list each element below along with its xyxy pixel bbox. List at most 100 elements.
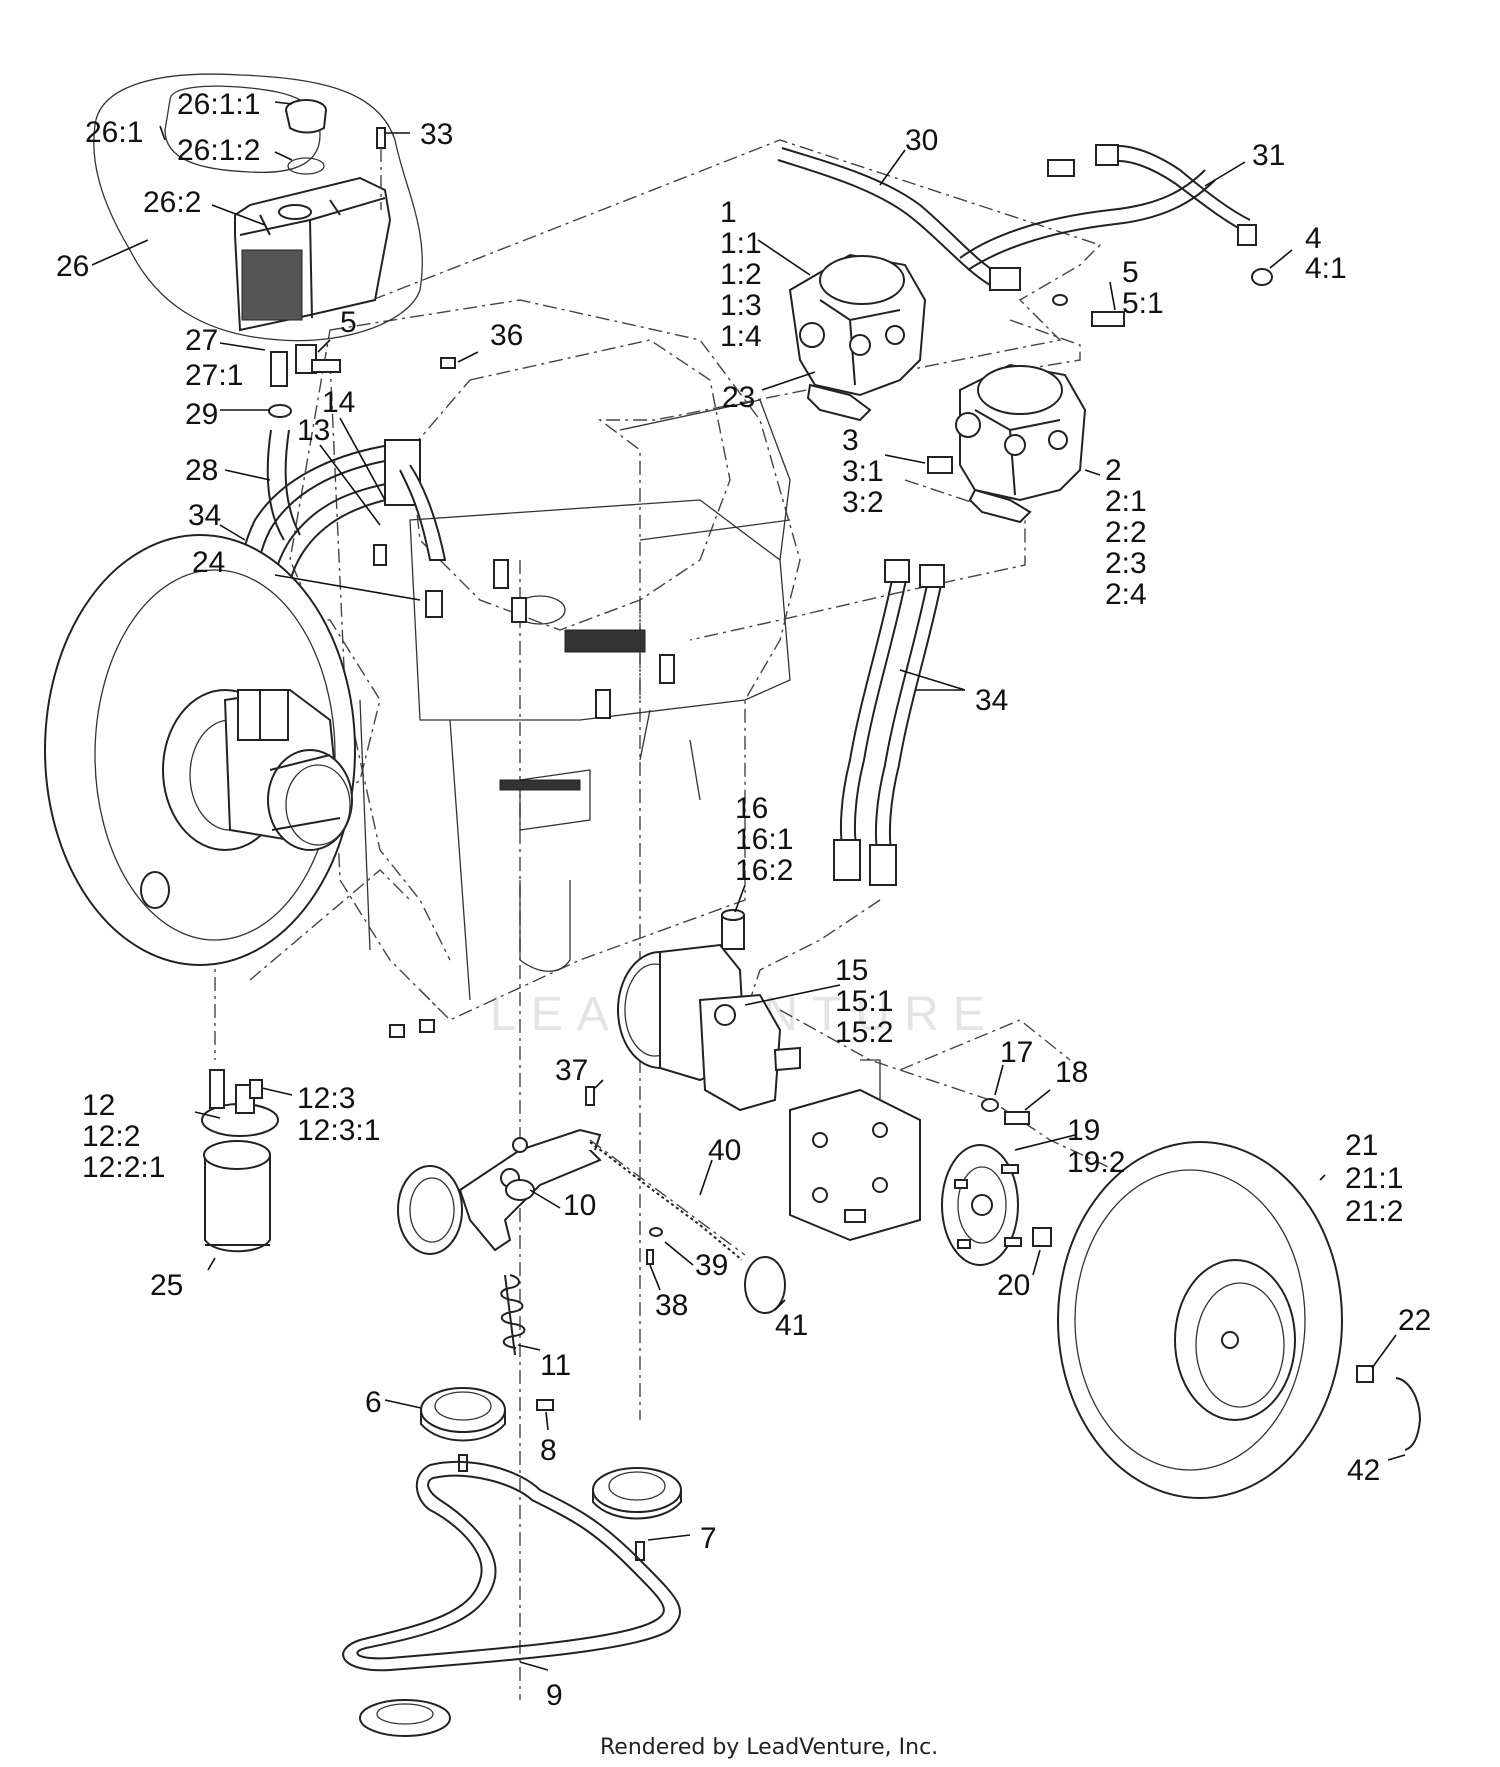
fittings-center — [373, 357, 675, 1038]
fitting-27 — [270, 351, 288, 387]
callout-7: 7 — [700, 1522, 717, 1555]
callout-16: 16 — [735, 792, 768, 825]
callout-3-1: 3:1 — [842, 455, 884, 488]
callout-11: 11 — [540, 1349, 571, 1382]
callout-37: 37 — [555, 1054, 588, 1087]
callout-26-2: 26:2 — [143, 186, 201, 219]
pump-1-cover — [819, 255, 905, 305]
spring-11 — [500, 1274, 526, 1356]
hose-fitting-31a — [1047, 159, 1075, 177]
left-wheel-and-motor — [44, 534, 356, 966]
washer-17 — [981, 1098, 999, 1112]
callout-9: 9 — [546, 1679, 563, 1712]
valve-stem-42 — [1395, 1377, 1422, 1451]
pump-1 — [788, 253, 927, 422]
belt-9 — [342, 1460, 681, 1672]
bolt-18 — [1004, 1111, 1030, 1125]
callout-12: 12 — [82, 1089, 115, 1122]
callout-25: 25 — [150, 1269, 183, 1302]
left-wheel-motor — [267, 749, 353, 851]
callout-2-3: 2:3 — [1105, 547, 1147, 580]
callout-20: 20 — [997, 1269, 1030, 1302]
callout-27: 27 — [185, 324, 218, 357]
callout-19-2: 19:2 — [1067, 1146, 1125, 1179]
lug-nut-22 — [1356, 1365, 1374, 1383]
callout-21-1: 21:1 — [1345, 1162, 1403, 1195]
pulley-6 — [420, 1387, 554, 1472]
callout-1-3: 1:3 — [720, 289, 762, 322]
callout-28: 28 — [185, 454, 218, 487]
callout-15-2: 15:2 — [835, 1016, 893, 1049]
hub-19 — [941, 1144, 1022, 1266]
callout-12-3: 12:3 — [297, 1082, 355, 1115]
leader-lines — [91, 101, 1406, 1671]
callout-4-1: 4:1 — [1305, 252, 1347, 285]
callout-1: 1 — [720, 196, 737, 229]
callout-36: 36 — [490, 319, 523, 352]
pump-2-cover — [977, 365, 1063, 415]
callout-21: 21 — [1345, 1129, 1378, 1162]
callout-2-4: 2:4 — [1105, 578, 1147, 611]
callout-33: 33 — [420, 118, 453, 151]
ring-41 — [744, 1256, 786, 1314]
clamp-29 — [268, 404, 292, 418]
callout-21-2: 21:2 — [1345, 1195, 1403, 1228]
callout-18: 18 — [1055, 1056, 1088, 1089]
callout-1-1: 1:1 — [720, 227, 762, 260]
callout-12-3-1: 12:3:1 — [297, 1114, 380, 1147]
cap-gasket — [287, 157, 325, 175]
callout-29: 29 — [185, 398, 218, 431]
callout-5: 5 — [340, 306, 357, 339]
callout-16-2: 16:2 — [735, 854, 793, 887]
right-hoses — [833, 559, 945, 886]
left-hoses — [236, 439, 447, 691]
idler-pulley — [397, 1165, 463, 1255]
callout-27-1: 27:1 — [185, 359, 243, 392]
callout-38: 38 — [655, 1289, 688, 1322]
nut-36 — [440, 357, 456, 369]
callout-39: 39 — [695, 1249, 728, 1282]
callout-15-1: 15:1 — [835, 985, 893, 1018]
callout-40: 40 — [708, 1134, 741, 1167]
callout-1-2: 1:2 — [720, 258, 762, 291]
callout-31: 31 — [1252, 139, 1285, 172]
callout-17: 17 — [1000, 1036, 1033, 1069]
group-bubble — [93, 73, 423, 342]
subgroup-bubble — [164, 85, 321, 174]
callout-42: 42 — [1347, 1454, 1380, 1487]
oil-filter-25 — [204, 1154, 271, 1253]
callout-34-left: 34 — [188, 499, 221, 532]
callout-26-1-1: 26:1:1 — [177, 88, 260, 121]
callout-23: 23 — [722, 381, 755, 414]
idler-arm-assembly — [397, 1086, 602, 1255]
sensor-16 — [721, 909, 745, 950]
callout-2: 2 — [1105, 454, 1122, 487]
pump-1-mount — [806, 383, 872, 422]
reservoir-assembly — [93, 73, 423, 541]
callout-16-1: 16:1 — [735, 823, 793, 856]
callout-4: 4 — [1305, 222, 1322, 255]
callout-3-2: 3:2 — [842, 486, 884, 519]
pin-38 — [646, 1249, 654, 1265]
callout-6: 6 — [365, 1386, 382, 1419]
callout-12-2: 12:2 — [82, 1120, 140, 1153]
motor-bracket — [789, 1059, 921, 1242]
callout-22: 22 — [1398, 1304, 1431, 1337]
callout-8: 8 — [540, 1434, 557, 1467]
callout-14: 14 — [322, 386, 355, 419]
pin-37 — [585, 1086, 595, 1106]
bottom-pulley — [359, 1699, 451, 1737]
callout-19: 19 — [1067, 1114, 1100, 1147]
top-hoses — [777, 144, 1273, 327]
callout-26-1: 26:1 — [85, 116, 143, 149]
right-wheel — [1057, 1141, 1343, 1499]
callout-5-1: 5:1 — [1122, 287, 1164, 320]
reservoir-filler-neck — [278, 204, 312, 220]
callout-5-upper: 5 — [1122, 256, 1139, 289]
key-8 — [536, 1399, 554, 1411]
screw-33 — [376, 127, 386, 149]
fitting-24 — [425, 590, 443, 618]
callout-15: 15 — [835, 954, 868, 987]
callout-labels: 26:1:1 26:1 26:1:2 33 26:2 26 27 27:1 5 … — [56, 88, 1431, 1712]
